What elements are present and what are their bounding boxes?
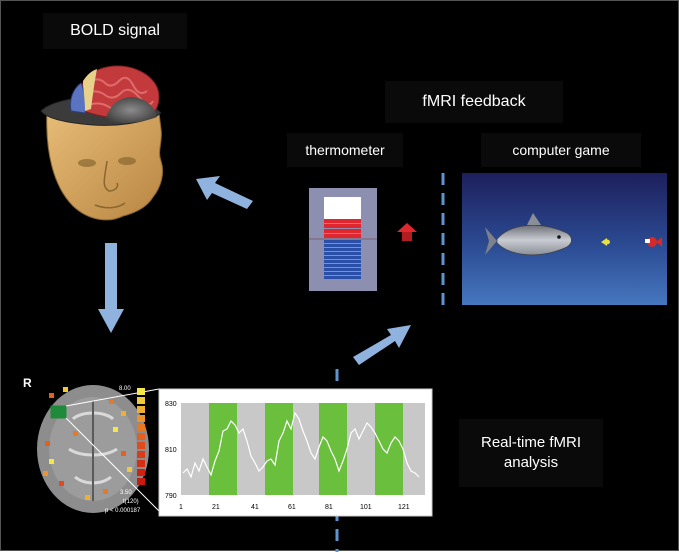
t-stat-label: t(120): [123, 499, 139, 505]
x-tick-61: 61: [288, 504, 296, 511]
colorbar-swatch: [137, 388, 145, 395]
colorbar-swatch: [137, 433, 145, 440]
thermo-blue-bar: [324, 252, 361, 255]
colorbar: [137, 388, 145, 485]
x-tick-121: 121: [398, 504, 410, 511]
thermometer-red-bars: [324, 219, 361, 238]
bold-signal-trace: [182, 411, 420, 479]
activation-blobs: [43, 387, 132, 500]
computer-game-label: computer game: [481, 133, 641, 167]
timecourse-plot: 830 810 790 1 21 41 61 81 101 121: [158, 388, 433, 517]
x-tick-1: 1: [179, 504, 183, 511]
stimulus-blocks: [209, 403, 403, 495]
arrow-to-head: [196, 176, 253, 209]
activation-voxel: [85, 495, 90, 500]
thermometer-up-arrow: [397, 223, 417, 241]
y-tick-790: 790: [165, 493, 177, 500]
realtime-analysis-label: Real-time fMRI analysis: [459, 419, 603, 487]
activation-voxel: [103, 489, 108, 494]
stimulus-block: [265, 403, 293, 495]
activation-voxel: [109, 399, 114, 404]
stimulus-block: [319, 403, 347, 495]
activation-voxel: [43, 471, 48, 476]
activation-voxel: [49, 459, 54, 464]
colorbar-min-label: 3.50: [120, 490, 132, 496]
colorbar-max-label: 8.00: [119, 386, 131, 392]
thermo-blue-bar: [324, 264, 361, 267]
roi-box: [50, 405, 67, 419]
colorbar-swatch: [137, 406, 145, 413]
tuna-fish: [485, 213, 572, 256]
fmri-feedback-label: fMRI feedback: [385, 81, 563, 123]
computer-game-screen: [462, 173, 667, 305]
thermo-blue-bar: [324, 276, 361, 279]
thermo-red-bar: [324, 224, 361, 228]
x-tick-81: 81: [325, 504, 333, 511]
colorbar-swatch: [137, 397, 145, 404]
thermo-red-bar: [324, 234, 361, 238]
thermo-blue-bar: [324, 248, 361, 251]
analysis-label-line1: Real-time fMRI: [480, 434, 581, 451]
x-tick-101: 101: [360, 504, 372, 511]
activation-voxel: [121, 451, 126, 456]
thermo-blue-bar: [324, 272, 361, 275]
y-tick-810: 810: [165, 447, 177, 454]
activation-voxel: [121, 411, 126, 416]
y-tick-830: 830: [165, 401, 177, 408]
roi-zoom-line-2: [65, 417, 160, 512]
arrow-down: [98, 243, 124, 333]
colorbar-swatch: [137, 451, 145, 458]
p-value-label: p < 0.000187: [105, 508, 141, 514]
colorbar-swatch: [137, 442, 145, 449]
thermo-blue-bar: [324, 244, 361, 247]
thermo-blue-bar: [324, 268, 361, 271]
colorbar-swatch: [137, 460, 145, 467]
analysis-label-line2: analysis: [503, 454, 559, 471]
colorbar-swatch: [137, 415, 145, 422]
activation-voxel: [49, 393, 54, 398]
thermo-blue-bar: [324, 256, 361, 259]
eye-right: [118, 157, 136, 165]
mouth: [94, 202, 126, 209]
small-red-fish: [645, 237, 662, 247]
activation-voxel: [63, 387, 68, 392]
activation-voxel: [113, 427, 118, 432]
head-skin: [46, 108, 164, 221]
activation-voxel: [127, 467, 132, 472]
colorbar-swatch: [137, 478, 145, 485]
colorbar-swatch: [137, 424, 145, 431]
x-tick-21: 21: [212, 504, 220, 511]
brain-yellow-band: [83, 69, 97, 111]
activation-voxel: [45, 441, 50, 446]
brain-activation-map: [37, 385, 166, 515]
orientation-label: R: [23, 376, 32, 390]
brain-medial-surface: [105, 97, 157, 124]
small-yellow-fish: [601, 238, 610, 246]
thermo-blue-bar: [324, 240, 361, 243]
activation-voxel: [59, 481, 64, 486]
thermometer-display: [309, 188, 377, 291]
thermometer-blue-bars: [324, 240, 361, 279]
thermometer-white-area: [324, 197, 361, 219]
thermometer-label: thermometer: [287, 133, 403, 167]
head-brain-illustration: [40, 65, 164, 221]
stimulus-block: [209, 403, 237, 495]
arrow-to-game: [353, 325, 411, 365]
x-tick-41: 41: [251, 504, 259, 511]
eye-left: [78, 159, 96, 167]
thermo-red-bar: [324, 219, 361, 223]
thermo-blue-bar: [324, 260, 361, 263]
activation-voxel: [73, 431, 78, 436]
thermo-red-bar: [324, 229, 361, 233]
bold-signal-label: BOLD signal: [43, 13, 187, 49]
nose: [103, 160, 119, 192]
colorbar-swatch: [137, 469, 145, 476]
